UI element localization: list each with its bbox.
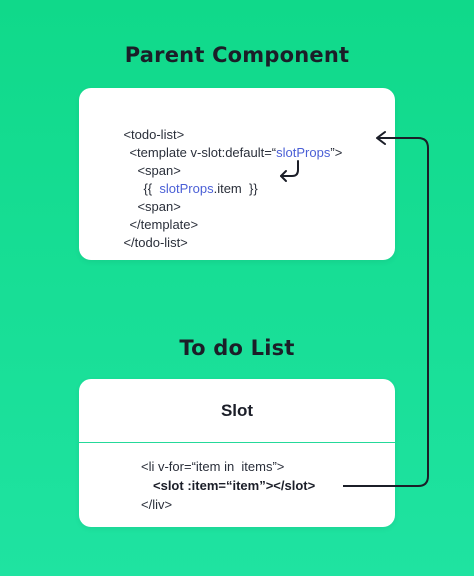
code-text: .item }} (213, 181, 258, 196)
code-line-li-close: </liv> (141, 497, 173, 512)
slot-header: Slot (79, 379, 395, 443)
todo-list-title: To do List (179, 336, 295, 360)
parent-code-card: <todo-list> <template v-slot:default=“sl… (79, 88, 395, 260)
code-text: <template v-slot:default=“ (129, 145, 277, 160)
code-line-interpolation: {{ slotProps.item }} (129, 166, 258, 211)
code-text: </todo-list> (123, 235, 188, 250)
code-text: ”> (330, 145, 343, 160)
todo-slot-card: Slot <li v-for=“item in items”> <slot :i… (79, 379, 395, 527)
code-line-li-for: <li v-for=“item in items”> (141, 459, 285, 474)
parent-component-title: Parent Component (124, 43, 350, 67)
code-text: {{ (143, 181, 160, 196)
code-line-span-close: <span> (123, 184, 181, 229)
code-line-todo-list-open: <todo-list> (109, 112, 184, 157)
code-line-span-open: <span> (123, 148, 181, 193)
code-text: </template> (129, 217, 199, 232)
code-text: <todo-list> (123, 127, 185, 142)
slotprops-highlight: slotProps (276, 145, 331, 160)
code-text: <span> (137, 163, 181, 178)
code-line-template-close: </template> (115, 202, 198, 247)
code-line-todo-list-close: </todo-list> (109, 220, 188, 265)
code-line-slot: <slot :item=“item”></slot> (153, 478, 316, 493)
code-line-template-open: <template v-slot:default=“slotProps”> (115, 130, 342, 175)
code-text: <span> (137, 199, 181, 214)
slotprops-highlight: slotProps (159, 181, 214, 196)
